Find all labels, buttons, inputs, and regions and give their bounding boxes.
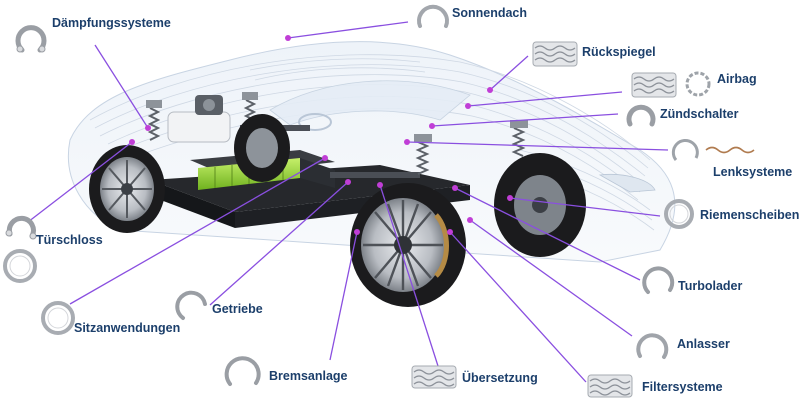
label-lenksysteme: Lenksysteme [713, 165, 793, 179]
label-rueckspiegel: Rückspiegel [582, 45, 656, 59]
wave-spring-and-ring-icon [631, 71, 711, 98]
spiral-ring-icon [664, 199, 694, 229]
label-sitzanwendungen: Sitzanwendungen [74, 321, 181, 335]
label-zuendschalter: Zündschalter [660, 107, 739, 121]
leader-lines [27, 21, 669, 383]
retaining-ring-icon [15, 25, 47, 53]
wave-spring-icon [532, 41, 578, 67]
retaining-ring-icon [636, 333, 669, 359]
spiral-ring-icon [3, 249, 37, 283]
label-airbag: Airbag [717, 72, 757, 86]
label-riemenscheiben: Riemenscheiben [700, 208, 800, 222]
rear-right-wheel [234, 114, 290, 182]
wave-spring-icon [587, 374, 633, 398]
label-tuerschloss: Türschloss [36, 233, 103, 247]
retaining-ring-icon [224, 356, 261, 386]
label-bremsanlage: Bremsanlage [269, 369, 348, 383]
label-daempfungssysteme: Dämpfungssysteme [52, 16, 171, 30]
label-filtersysteme: Filtersysteme [642, 380, 723, 394]
label-anlasser: Anlasser [677, 337, 730, 351]
leader-dots [129, 35, 513, 235]
retaining-ring-icon [642, 266, 675, 294]
label-sonnendach: Sonnendach [452, 6, 528, 20]
label-uebersetzung: Übersetzung [462, 371, 538, 385]
retaining-ring-icon [626, 104, 656, 127]
retaining-ring-icon [5, 215, 37, 240]
label-getriebe: Getriebe [212, 302, 263, 316]
front-right-wheel [494, 153, 586, 257]
rear-left-wheel [89, 145, 165, 233]
spiral-ring-icon [41, 301, 75, 335]
retaining-ring-icon [175, 290, 207, 320]
front-left-wheel [350, 183, 466, 307]
retaining-ring-icon [417, 4, 449, 28]
ring-and-spiral-icon [671, 139, 755, 161]
label-turbolader: Turbolader [678, 279, 743, 293]
wave-spring-icon [411, 365, 457, 389]
